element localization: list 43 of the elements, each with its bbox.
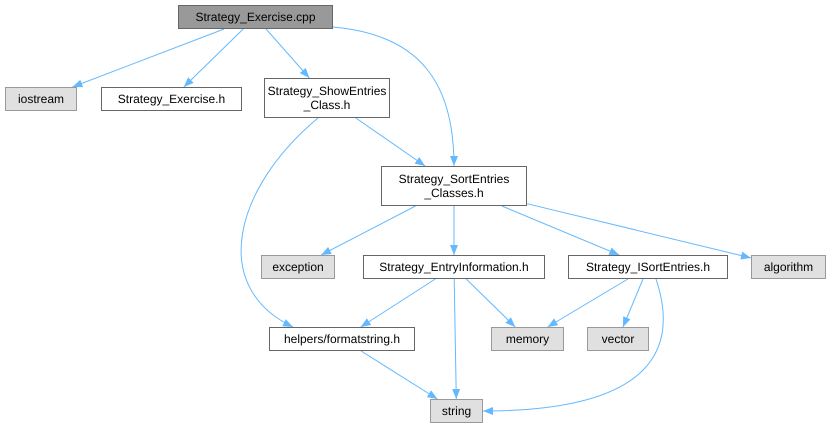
file-name: Strategy_ShowEntries _Class.h <box>268 84 386 112</box>
file-name: Strategy_ISortEntries.h <box>586 260 710 274</box>
file-name: exception <box>272 260 324 274</box>
file-box <box>587 327 649 351</box>
file-name: helpers/formatstring.h <box>284 332 400 346</box>
arrow <box>266 28 310 78</box>
file-box <box>269 327 415 351</box>
file-name: string <box>442 404 472 418</box>
arrow <box>547 278 628 328</box>
arrow <box>466 278 516 328</box>
arrow <box>240 118 318 328</box>
file-box <box>430 399 483 423</box>
file-box <box>751 255 826 279</box>
arrow <box>355 118 426 166</box>
file-box <box>568 255 728 279</box>
file-name: Strategy_Exercise.cpp <box>195 10 316 24</box>
arrow <box>183 28 244 88</box>
file-name: iostream <box>18 92 64 106</box>
file-box <box>5 87 77 111</box>
file-name: memory <box>506 332 550 346</box>
file-box <box>363 255 545 279</box>
arrow <box>452 278 460 400</box>
file-name: Strategy_Exercise.h <box>118 92 226 106</box>
arrow <box>360 350 438 400</box>
arrow <box>450 206 458 256</box>
arrow <box>526 203 752 260</box>
file-name: vector <box>602 332 634 346</box>
arrow <box>360 278 436 328</box>
file-box <box>491 327 564 351</box>
arrow <box>72 28 225 88</box>
file-name: Strategy_EntryInformation.h <box>379 260 529 274</box>
file-box <box>178 5 333 29</box>
arrow <box>501 206 620 256</box>
arrow <box>320 206 416 256</box>
arrow <box>332 26 458 166</box>
file-box <box>261 255 335 279</box>
file-box <box>101 87 242 111</box>
arrow <box>622 278 644 328</box>
file-name: Strategy_SortEntries _Classes.h <box>398 172 510 200</box>
arrow <box>482 278 664 415</box>
file-name: algorithm <box>764 260 814 274</box>
file-box <box>381 166 527 206</box>
file-box <box>264 78 390 118</box>
